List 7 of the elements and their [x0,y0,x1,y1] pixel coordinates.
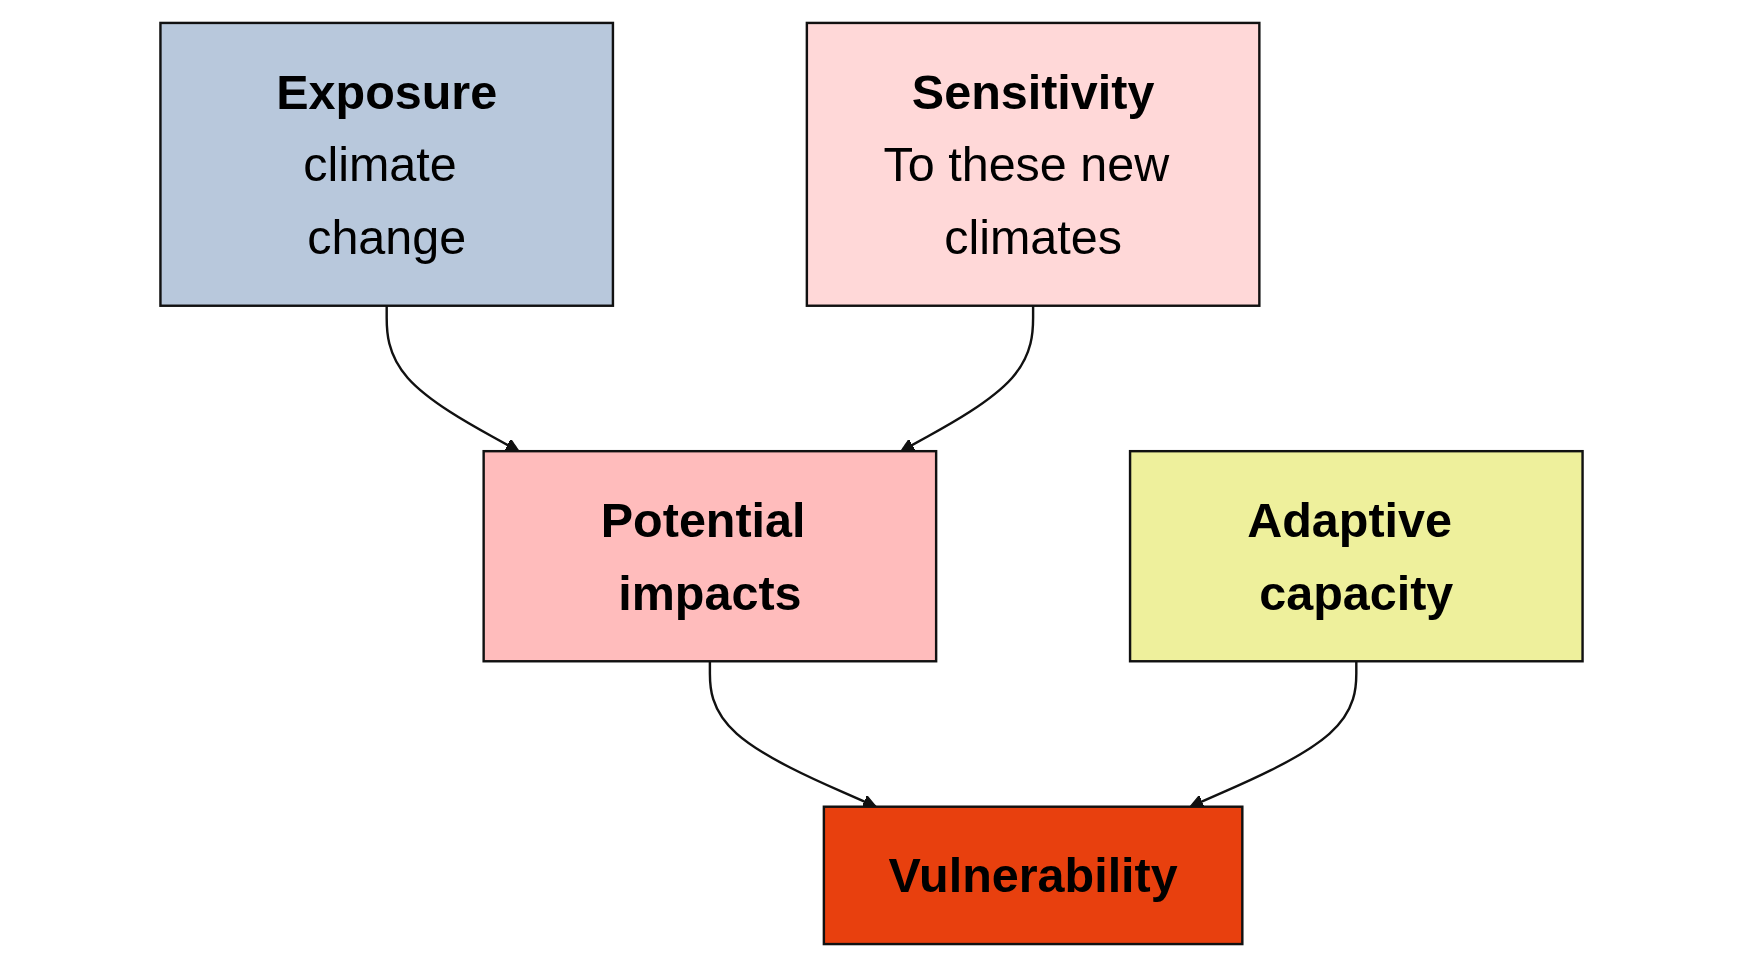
node-box: Potential impacts [482,449,938,663]
node-box: Adaptive capacity [1128,449,1584,663]
node-box: Vulnerability [822,805,1244,946]
node-box: Exposure climate change [159,21,615,307]
node-box: Sensitivity To these new climates [805,21,1261,307]
arrow [900,305,1035,452]
arrow [385,305,520,452]
